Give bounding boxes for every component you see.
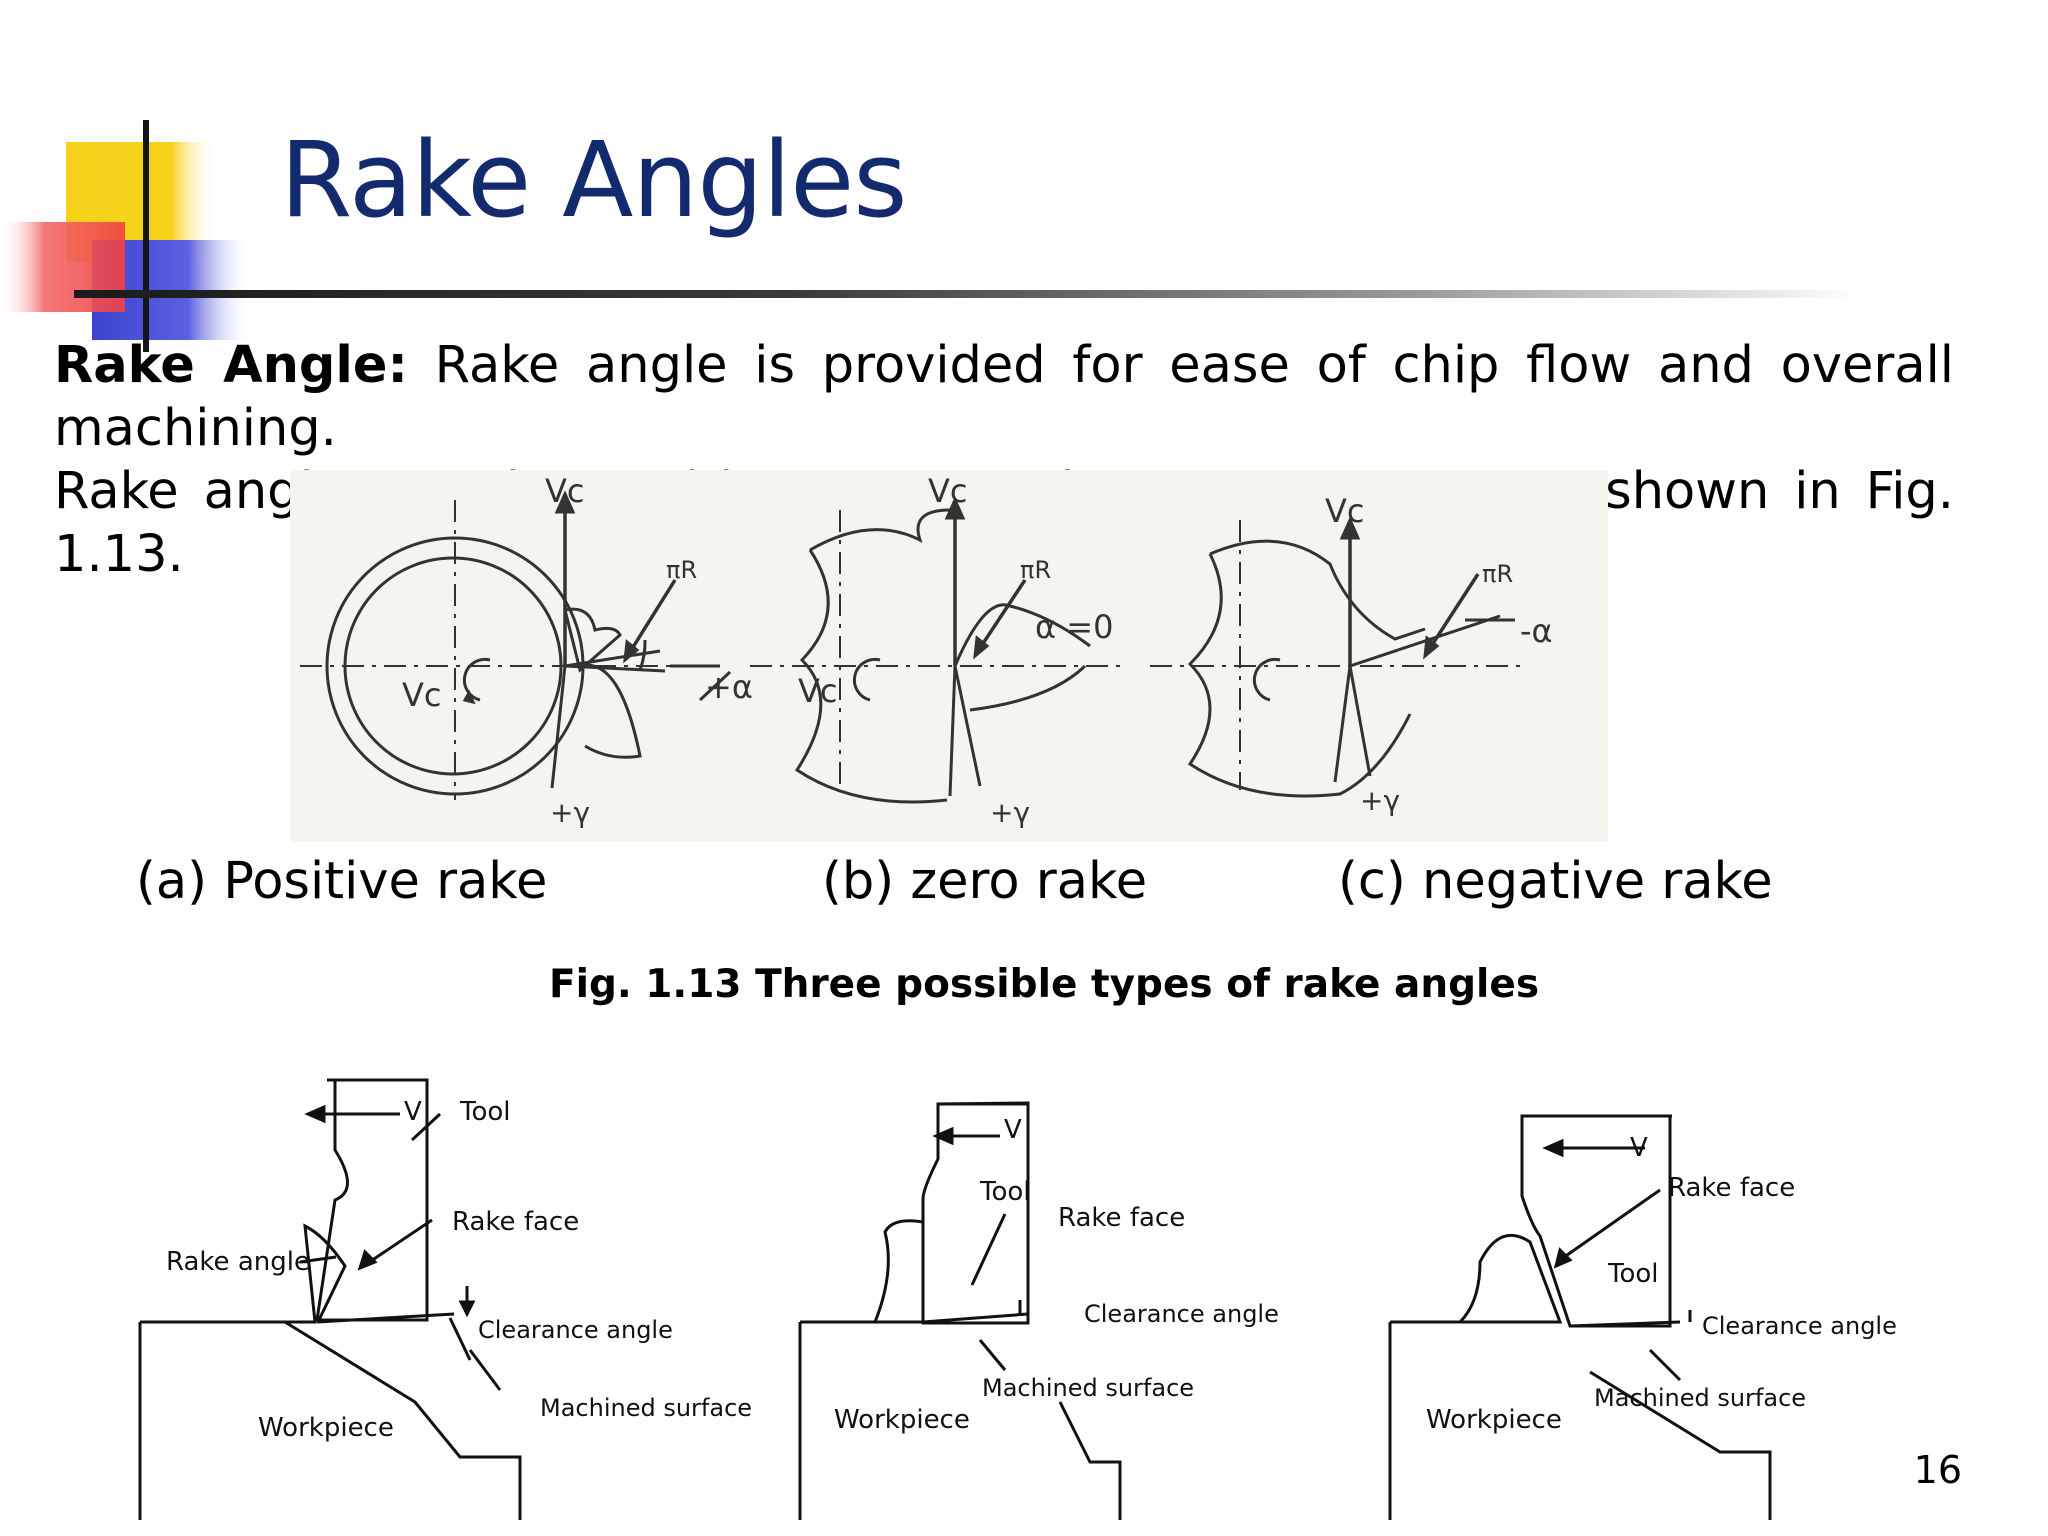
label-workpiece-1: Workpiece: [258, 1413, 394, 1443]
subcaption-negative-rake: (c) negative rake: [1338, 852, 1773, 911]
diagram-zero-rake: [750, 496, 1120, 804]
body-line-1-text: Rake angle is provided for ease of chip …: [54, 336, 1954, 458]
label-gamma-a: +γ: [550, 796, 590, 829]
tool-geometry-diagrams: V Tool Rake face Rake angle Clearance an…: [138, 1078, 1897, 1520]
body-line-1: Rake Angle: Rake angle is provided for e…: [54, 334, 1954, 460]
corner-decoration: [0, 120, 260, 352]
label-workpiece-2: Workpiece: [834, 1405, 970, 1435]
label-gamma-b: +γ: [990, 796, 1030, 829]
label-machined-surface-1: Machined surface: [540, 1394, 752, 1422]
label-machined-surface-3: Machined surface: [1594, 1384, 1806, 1412]
label-pir-a: πR: [666, 556, 697, 584]
label-minus-alpha: -α: [1520, 612, 1553, 650]
label-rake-face-3: Rake face: [1668, 1173, 1795, 1203]
subcaption-zero-rake: (b) zero rake: [822, 852, 1148, 911]
label-vc-a-inner: Vc: [402, 676, 441, 714]
label-clearance-angle-3: Clearance angle: [1702, 1312, 1897, 1340]
label-alpha-zero: α =0: [1035, 608, 1113, 646]
label-vc-b-inner: Vc: [798, 672, 837, 710]
figure-caption: Fig. 1.13 Three possible types of rake a…: [548, 962, 1540, 1007]
diagram-positive-rake: [300, 490, 732, 800]
diagram-negative-rake: [1150, 516, 1520, 798]
label-rake-face-2: Rake face: [1058, 1203, 1185, 1233]
label-vc-c-top: Vc: [1325, 492, 1364, 530]
term-rake-angle: Rake Angle:: [54, 336, 408, 395]
label-pir-b: πR: [1020, 556, 1051, 584]
label-rake-angle-1: Rake angle: [166, 1247, 310, 1277]
label-gamma-c: +γ: [1360, 784, 1400, 817]
label-v-1: V: [404, 1097, 422, 1127]
label-clearance-angle-1: Clearance angle: [478, 1316, 673, 1344]
label-vc-b-top: Vc: [928, 472, 967, 510]
label-vc-a-top: Vc: [545, 472, 584, 510]
label-tool-3: Tool: [1607, 1259, 1659, 1289]
tool-diagram-zero: [798, 1101, 1122, 1520]
label-rake-face-1: Rake face: [452, 1207, 579, 1237]
label-tool-1: Tool: [459, 1097, 511, 1127]
label-workpiece-3: Workpiece: [1426, 1405, 1562, 1435]
label-plus-alpha: +α: [705, 668, 753, 706]
rake-angle-diagram: Vc Vc πR +α +γ Vc Vc πR α =0 +γ Vc πR -α…: [290, 470, 1608, 842]
label-v-2: V: [1004, 1115, 1022, 1145]
vertical-bar: [143, 120, 149, 352]
slide-title: Rake Angles: [280, 119, 907, 241]
tool-diagram-positive: [138, 1078, 522, 1520]
label-tool-2: Tool: [979, 1177, 1031, 1207]
page-number: 16: [1913, 1448, 1962, 1492]
subcaption-positive-rake: (a) Positive rake: [136, 852, 548, 911]
red-square: [0, 222, 125, 312]
label-machined-surface-2: Machined surface: [982, 1374, 1194, 1402]
tool-diagram-negative: [1388, 1114, 1772, 1520]
label-clearance-angle-2: Clearance angle: [1084, 1300, 1279, 1328]
title-underline: [74, 290, 1864, 298]
label-pir-c: πR: [1482, 560, 1513, 588]
label-v-3: V: [1630, 1133, 1648, 1163]
